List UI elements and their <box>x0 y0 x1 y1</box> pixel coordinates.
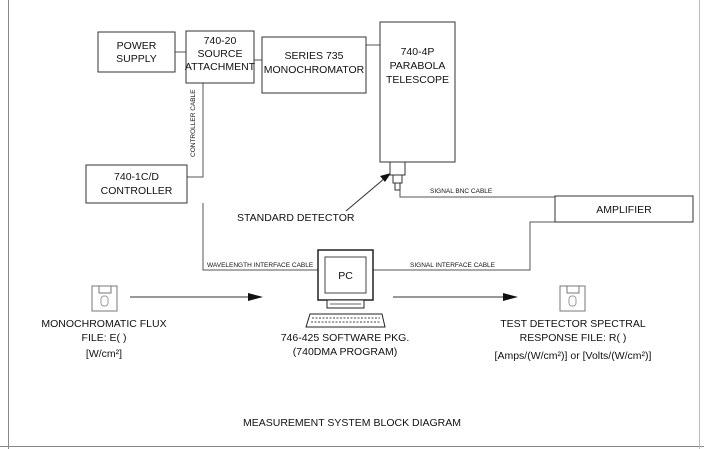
monochromator-block: SERIES 735 MONOCHROMATOR <box>262 37 366 93</box>
wavelength-interface-label: WAVELENGTH INTERFACE CABLE <box>207 262 314 269</box>
power-supply-label-1: POWER <box>117 40 157 52</box>
detector-stem <box>395 183 400 190</box>
response-file-line-1: TEST DETECTOR SPECTRAL <box>500 318 646 330</box>
standard-detector-pointer <box>346 178 385 211</box>
response-disk-window <box>569 296 576 306</box>
pc-keyboard <box>306 314 385 327</box>
standard-detector-label: STANDARD DETECTOR <box>237 212 355 224</box>
controller-label-1: 740-1C/D <box>114 171 159 183</box>
response-file-line-2: RESPONSE FILE: R( ) <box>520 332 627 344</box>
telescope-block: 740-4P PARABOLA TELESCOPE <box>380 22 455 190</box>
monochromator-label-2: MONOCHROMATOR <box>264 64 365 76</box>
flux-file-line-1: MONOCHROMATIC FLUX <box>41 318 166 330</box>
amplifier-label: AMPLIFIER <box>596 204 652 216</box>
pc-workstation: PC <box>306 250 385 327</box>
diagram-caption: MEASUREMENT SYSTEM BLOCK DIAGRAM <box>243 417 461 429</box>
telescope-box <box>380 22 455 162</box>
flux-file-disk-icon <box>92 286 117 311</box>
software-line-2: (740DMA PROGRAM) <box>293 346 397 358</box>
detector-mount <box>390 162 405 175</box>
controller-cable-label: CONTROLLER CABLE <box>190 89 197 157</box>
flux-file-line-2: FILE: E( ) <box>82 332 127 344</box>
software-line-1: 746-425 SOFTWARE PKG. <box>281 332 410 344</box>
source-attachment-label-1: 740-20 <box>204 35 237 47</box>
controller-label-2: CONTROLLER <box>101 185 173 197</box>
monochromator-label-1: SERIES 735 <box>285 50 344 62</box>
signal-interface-label: SIGNAL INTERFACE CABLE <box>410 262 496 269</box>
pc-to-response-arrowhead <box>503 293 518 301</box>
source-attachment-block: 740-20 SOURCE ATTACHMENT <box>185 31 256 83</box>
flux-disk-window <box>101 296 108 306</box>
response-disk-shutter <box>567 286 579 293</box>
amplifier-block: AMPLIFIER <box>555 196 693 222</box>
controller-block: 740-1C/D CONTROLLER <box>86 165 187 203</box>
signal-bnc-label: SIGNAL BNC CABLE <box>430 188 493 195</box>
flux-to-pc-arrowhead <box>248 293 263 301</box>
source-attachment-label-3: ATTACHMENT <box>185 61 256 73</box>
flux-file-unit: [W/cm²] <box>86 348 122 360</box>
power-supply-label-2: SUPPLY <box>116 53 157 65</box>
response-file-disk-icon <box>560 286 585 311</box>
power-supply-block: POWER SUPPLY <box>98 32 175 72</box>
response-file-unit: [Amps/(W/cm²)] or [Volts/(W/cm²)] <box>495 350 652 362</box>
flux-disk-shutter <box>99 286 111 293</box>
telescope-label-2: PARABOLA <box>390 60 446 72</box>
power-supply-box <box>98 32 175 72</box>
telescope-label-3: TELESCOPE <box>386 74 449 86</box>
telescope-label-1: 740-4P <box>401 46 435 58</box>
detector-head <box>393 175 402 183</box>
source-attachment-label-2: SOURCE <box>198 48 243 60</box>
pc-label: PC <box>338 270 353 282</box>
